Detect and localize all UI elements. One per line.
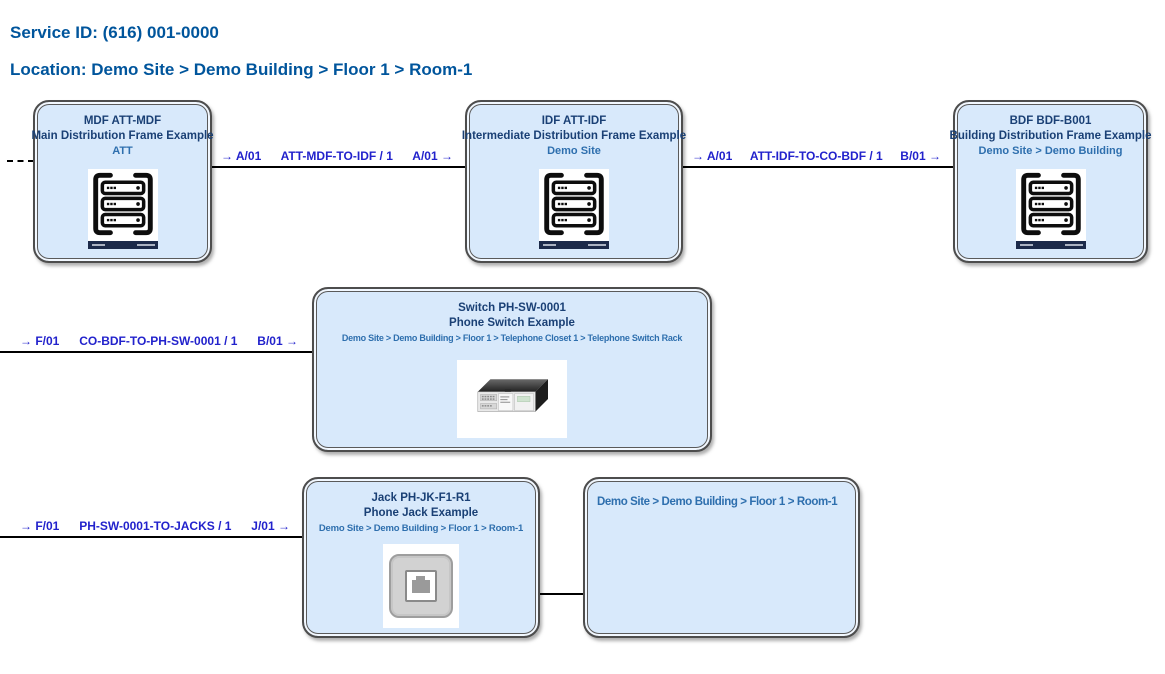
arrow-right-icon: → xyxy=(221,149,233,163)
node-idf[interactable]: IDF ATT-IDF Intermediate Distribution Fr… xyxy=(461,100,687,263)
node-location: Demo Site xyxy=(547,145,601,157)
link-cable-name[interactable]: CO-BDF-TO-PH-SW-0001 / 1 xyxy=(79,334,238,348)
link-switch-to-jacks: → F/01 PH-SW-0001-TO-JACKS / 1 J/01 → xyxy=(0,516,302,538)
node-description: Intermediate Distribution Frame Example xyxy=(461,130,687,142)
link-out-port: B/01 → xyxy=(257,334,298,348)
room-location-text: Demo Site > Demo Building > Floor 1 > Ro… xyxy=(597,496,838,508)
node-title: Switch PH-SW-0001 xyxy=(458,302,566,314)
arrow-right-icon: → xyxy=(928,149,941,163)
jack-plug-silhouette xyxy=(412,576,430,593)
service-id: Service ID: (616) 001-0000 xyxy=(10,23,219,42)
node-location: Demo Site > Demo Building > Floor 1 > Ro… xyxy=(318,523,524,534)
location-breadcrumb: Location: Demo Site > Demo Building > Fl… xyxy=(10,60,473,79)
arrow-right-icon: → xyxy=(692,149,704,163)
arrow-right-icon: → xyxy=(20,519,32,533)
node-bdf[interactable]: BDF BDF-B001 Building Distribution Frame… xyxy=(950,100,1151,263)
link-cable-name[interactable]: ATT-IDF-TO-CO-BDF / 1 xyxy=(749,149,883,163)
link-mdf-to-idf: → A/01 ATT-MDF-TO-IDF / 1 A/01 → xyxy=(212,146,465,168)
node-description: Phone Switch Example xyxy=(449,317,575,329)
jack-port xyxy=(405,570,437,602)
rack-icon xyxy=(87,169,158,249)
link-out-port: B/01 → xyxy=(900,149,941,163)
rack-icon-watermark-bar xyxy=(539,241,609,249)
arrow-right-icon: → xyxy=(285,334,298,348)
node-location: ATT xyxy=(112,145,133,157)
link-in-port: → A/01 xyxy=(221,149,262,163)
node-mdf[interactable]: MDF ATT-MDF Main Distribution Frame Exam… xyxy=(31,100,214,263)
node-switch[interactable]: Switch PH-SW-0001 Phone Switch Example D… xyxy=(312,287,712,452)
arrow-right-icon: → xyxy=(20,334,32,348)
switch-icon xyxy=(457,360,567,438)
node-room[interactable]: Demo Site > Demo Building > Floor 1 > Ro… xyxy=(583,477,860,638)
node-description: Main Distribution Frame Example xyxy=(31,130,214,142)
node-description: Building Distribution Frame Example xyxy=(949,130,1152,142)
node-location: Demo Site > Demo Building xyxy=(978,145,1123,157)
rack-icon-watermark-bar xyxy=(87,241,158,249)
arrow-right-icon: → xyxy=(278,519,290,533)
jack-to-room-connector xyxy=(540,593,583,595)
jack-icon xyxy=(383,544,459,628)
link-cable-name[interactable]: ATT-MDF-TO-IDF / 1 xyxy=(280,149,393,163)
node-description: Phone Jack Example xyxy=(363,507,479,519)
link-in-port: → F/01 xyxy=(20,334,60,348)
link-cable-name[interactable]: PH-SW-0001-TO-JACKS / 1 xyxy=(79,519,232,533)
rack-icon xyxy=(539,169,609,249)
node-title: MDF ATT-MDF xyxy=(83,115,162,127)
rack-icon-watermark-bar xyxy=(1015,241,1086,249)
link-idf-to-bdf: → A/01 ATT-IDF-TO-CO-BDF / 1 B/01 → xyxy=(683,146,953,168)
link-in-port: → F/01 xyxy=(20,519,60,533)
node-title: IDF ATT-IDF xyxy=(541,115,607,127)
node-jack[interactable]: Jack PH-JK-F1-R1 Phone Jack Example Demo… xyxy=(302,477,540,638)
rack-icon xyxy=(1015,169,1086,249)
link-in-port: → A/01 xyxy=(692,149,733,163)
arrow-right-icon: → xyxy=(440,149,453,163)
node-location: Demo Site > Demo Building > Floor 1 > Te… xyxy=(341,333,683,343)
node-title: BDF BDF-B001 xyxy=(1009,115,1092,127)
jack-wall-plate xyxy=(389,554,453,618)
node-title: Jack PH-JK-F1-R1 xyxy=(371,492,471,504)
link-out-port: J/01 → xyxy=(251,519,290,533)
link-out-port: A/01 → xyxy=(412,149,453,163)
link-bdf-to-switch: → F/01 CO-BDF-TO-PH-SW-0001 / 1 B/01 → xyxy=(0,331,312,353)
incoming-wire-dashed xyxy=(7,160,34,162)
